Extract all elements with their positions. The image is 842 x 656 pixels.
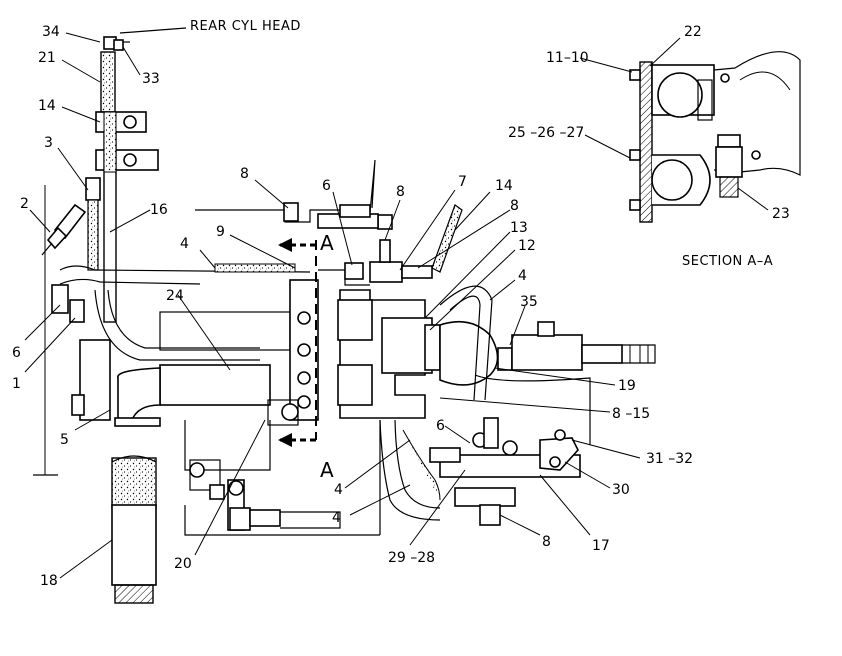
callout-8-b: 8 <box>396 184 405 200</box>
rear-cylinder-hose-assembly <box>33 27 311 476</box>
pump-housing <box>71 159 656 604</box>
callout-labels: REAR CYL HEAD SECTION A–A A A 34 33 21 1… <box>12 19 790 589</box>
callout-12: 12 <box>518 238 536 254</box>
callout-21: 21 <box>38 50 56 66</box>
callout-3: 3 <box>44 135 53 151</box>
callout-11-10: 11–10 <box>546 50 589 66</box>
callout-17: 17 <box>592 538 610 554</box>
callout-13: 13 <box>510 220 528 236</box>
callout-4-b: 4 <box>518 268 527 284</box>
callout-16: 16 <box>150 202 168 218</box>
leader-lines <box>24 32 769 579</box>
callout-20: 20 <box>174 556 192 572</box>
callout-34: 34 <box>42 24 60 40</box>
callout-14: 14 <box>38 98 56 114</box>
callout-9: 9 <box>216 224 225 240</box>
callout-7: 7 <box>458 174 467 190</box>
callout-4-c: 4 <box>332 510 341 526</box>
callout-30: 30 <box>612 482 630 498</box>
callout-4-d: 4 <box>334 482 343 498</box>
section-marker-bottom: A <box>320 458 334 482</box>
callout-8-c: 8 <box>510 198 519 214</box>
section-a-a-label: SECTION A–A <box>682 254 773 269</box>
callout-5: 5 <box>60 432 69 448</box>
callout-29-28: 29 –28 <box>388 550 435 566</box>
callout-25-26-27: 25 –26 –27 <box>508 125 584 141</box>
callout-33: 33 <box>142 71 160 87</box>
section-marker-top: A <box>320 231 334 255</box>
callout-24: 24 <box>166 288 184 304</box>
callout-19: 19 <box>618 378 636 394</box>
callout-8-d: 8 <box>542 534 551 550</box>
callout-8: 8 <box>240 166 249 182</box>
callout-2: 2 <box>20 196 29 212</box>
rear-cyl-head-label: REAR CYL HEAD <box>190 19 301 34</box>
section-a-a-detail <box>629 51 801 223</box>
callout-14-b: 14 <box>495 178 513 194</box>
callout-23: 23 <box>772 206 790 222</box>
callout-6-b: 6 <box>322 178 331 194</box>
callout-4: 4 <box>180 236 189 252</box>
callout-8-15: 8 –15 <box>612 406 650 422</box>
callout-22: 22 <box>684 24 702 40</box>
callout-6: 6 <box>12 345 21 361</box>
callout-18: 18 <box>40 573 58 589</box>
callout-1: 1 <box>12 376 21 392</box>
callout-6-c: 6 <box>436 418 445 434</box>
callout-31-32: 31 –32 <box>646 451 693 467</box>
callout-35: 35 <box>520 294 538 310</box>
